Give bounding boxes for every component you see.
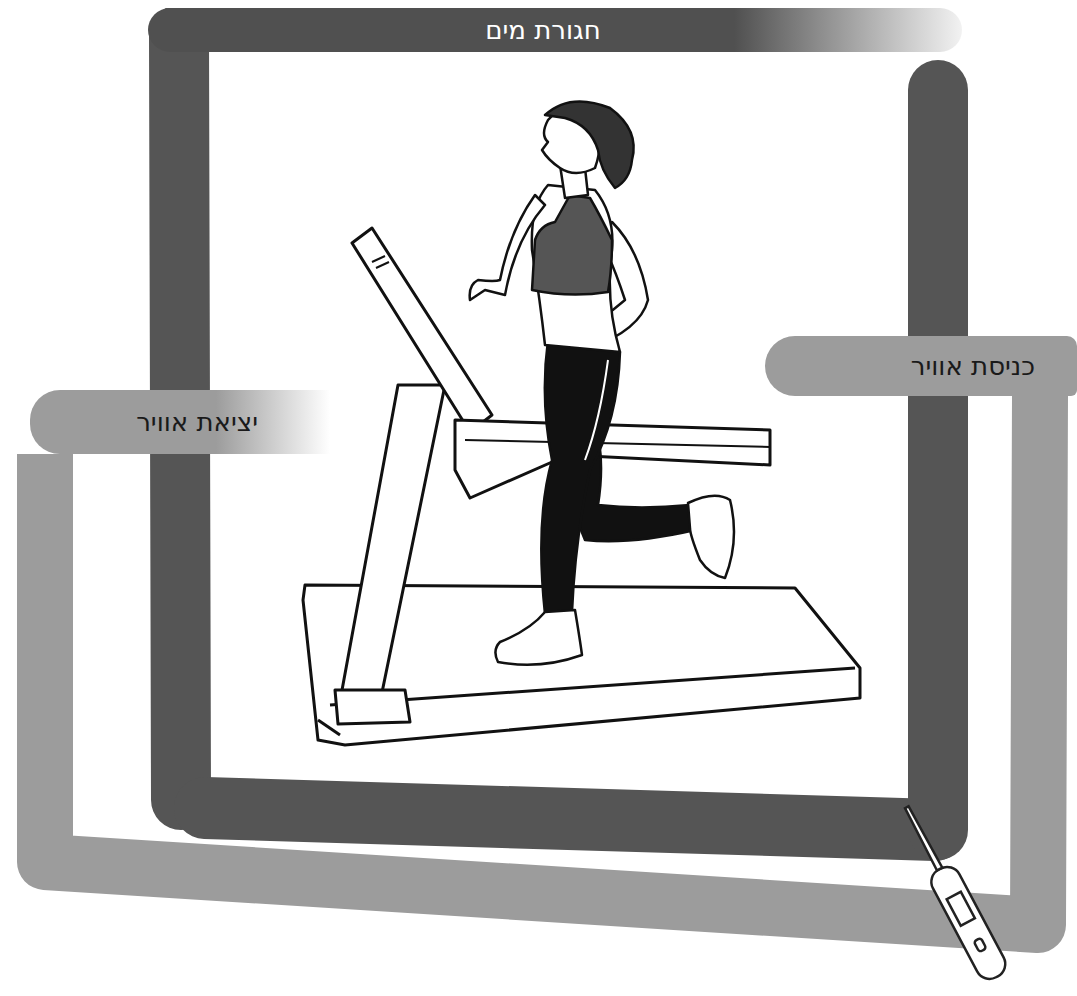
sports-bra	[532, 195, 612, 295]
legging-stripe	[585, 360, 608, 460]
runner	[470, 101, 734, 664]
frame-right-bar	[908, 90, 968, 830]
treadmill-base	[335, 690, 410, 724]
air-inlet-band: כניסת אוויר	[765, 336, 1077, 396]
thermometer-button	[974, 938, 987, 952]
treadmill-handrail	[455, 420, 770, 498]
frame-bottom-bar	[205, 808, 935, 830]
front-leg	[541, 340, 620, 614]
hair	[545, 101, 634, 188]
frame-top-bar	[148, 8, 962, 52]
band-label: יציאת אוויר	[136, 390, 258, 454]
front-arm	[470, 195, 545, 300]
thermometer-display	[947, 892, 975, 926]
treadmill-console	[352, 228, 492, 432]
thermometer-body	[926, 862, 1010, 984]
back-shoe	[688, 496, 734, 578]
torso	[532, 185, 620, 352]
handrail-line	[465, 440, 770, 447]
console-detail	[372, 256, 389, 268]
band-label: כניסת אוויר	[911, 336, 1035, 396]
air-pipe	[45, 396, 1040, 925]
front-shoe	[495, 610, 582, 665]
air-outlet-band: יציאת אוויר	[30, 390, 330, 454]
band-label: חגורת מים	[148, 8, 938, 52]
treadmill-post	[338, 385, 445, 712]
treadmill-belt-edge	[330, 668, 855, 705]
